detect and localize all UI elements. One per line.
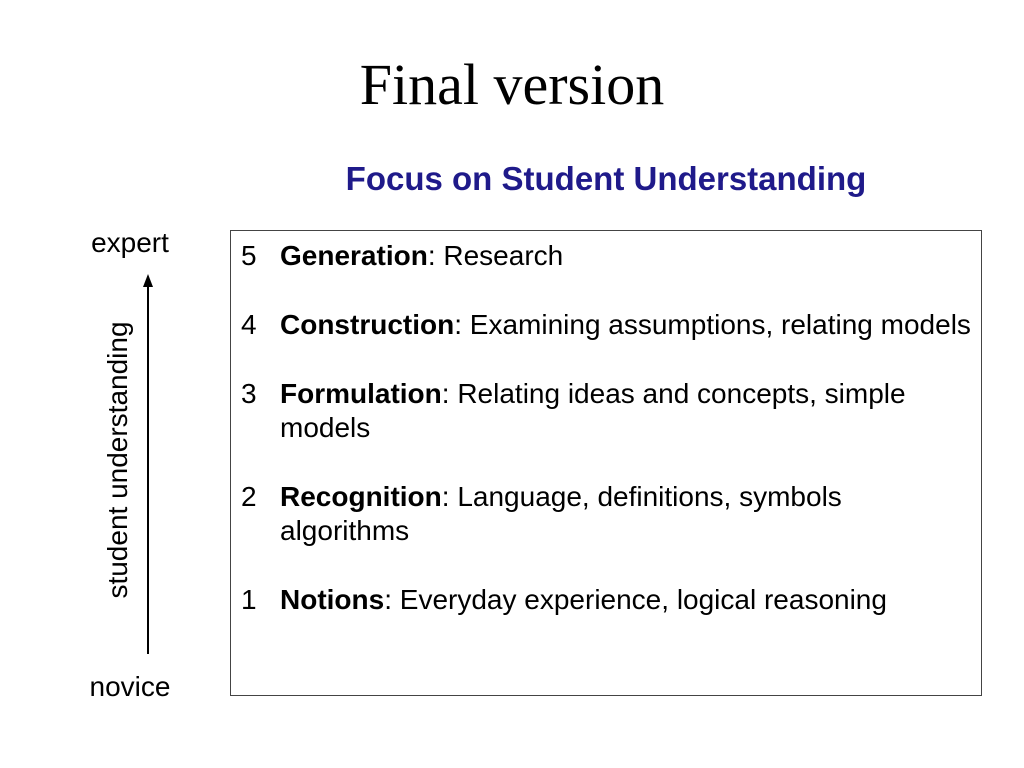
level-separator: : <box>427 240 444 271</box>
level-number: 1 <box>241 584 257 615</box>
axis-title: student understanding <box>102 321 133 599</box>
levels-box: 5 Generation: Research 4 Construction: E… <box>230 230 982 696</box>
level-number: 5 <box>241 240 257 271</box>
levels-list: 5 Generation: Research 4 Construction: E… <box>231 231 981 617</box>
axis-bottom-label: novice <box>89 671 171 702</box>
level-description: Research <box>443 240 564 271</box>
level-separator: : <box>454 309 470 340</box>
level-item-5: 5 Generation: Research <box>241 239 981 273</box>
level-name: Generation <box>280 240 428 271</box>
level-text: Recognition: Language, definitions, symb… <box>280 480 981 548</box>
level-description: Examining assumptions, relating models <box>469 309 971 340</box>
level-name: Notions <box>280 584 385 615</box>
level-separator: : <box>441 481 458 512</box>
level-number: 3 <box>241 378 257 409</box>
level-number: 4 <box>241 309 257 340</box>
level-item-4: 4 Construction: Examining assumptions, r… <box>241 308 981 342</box>
up-arrow-icon <box>143 274 153 654</box>
level-text: Construction: Examining assumptions, rel… <box>280 308 981 342</box>
axis-top-label: expert <box>91 227 169 258</box>
level-name: Formulation <box>280 378 442 409</box>
slide-subtitle: Focus on Student Understanding <box>345 160 867 197</box>
level-name: Recognition <box>280 481 442 512</box>
level-text: Formulation: Relating ideas and concepts… <box>280 377 981 445</box>
level-separator: : <box>441 378 458 409</box>
level-text: Notions: Everyday experience, logical re… <box>280 583 981 617</box>
level-description: Language, definitions, symbols algorithm… <box>280 481 842 546</box>
level-text: Generation: Research <box>280 239 981 273</box>
level-name: Construction <box>280 309 455 340</box>
level-description: Everyday experience, logical reasoning <box>399 584 887 615</box>
level-item-1: 1 Notions: Everyday experience, logical … <box>241 583 981 617</box>
level-description: Relating ideas and concepts, simple mode… <box>280 378 906 443</box>
level-separator: : <box>384 584 400 615</box>
level-item-3: 3 Formulation: Relating ideas and concep… <box>241 377 981 445</box>
slide-title: Final version <box>359 52 665 117</box>
level-number: 2 <box>241 481 257 512</box>
level-item-2: 2 Recognition: Language, definitions, sy… <box>241 480 981 548</box>
